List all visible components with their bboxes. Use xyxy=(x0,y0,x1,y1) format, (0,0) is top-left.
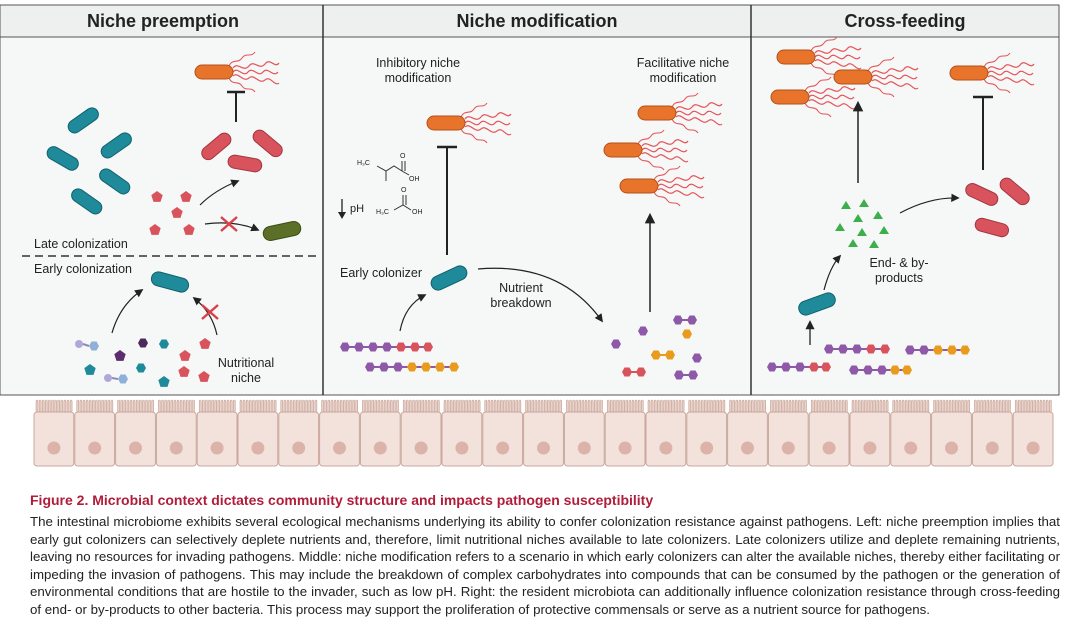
intestinal-epithelium xyxy=(33,399,1054,467)
chem-label: O xyxy=(400,153,406,160)
epithelium-cell-icon xyxy=(319,399,360,467)
acid-molecule-2 xyxy=(393,195,412,211)
epithelium-cell-icon xyxy=(155,399,197,467)
epithelium-cell-icon xyxy=(196,399,238,467)
chem-label: H₃C xyxy=(376,209,389,216)
epithelium-cell-icon xyxy=(523,399,564,467)
acid-molecule-1 xyxy=(376,161,410,181)
carbohydrate-chains-right xyxy=(767,344,970,375)
panel-title-cross-feeding: Cross-feeding xyxy=(844,11,965,31)
arrow-to-early-colonizer xyxy=(111,289,144,334)
arrow-nutrient-breakdown xyxy=(477,267,603,323)
left-panel: Late colonization Early colonization xyxy=(22,51,318,387)
caption-title: Figure 2. Microbial context dictates com… xyxy=(30,492,654,508)
down-arrow-icon xyxy=(338,199,346,219)
late-colonizer-bacteria xyxy=(201,129,283,173)
epithelium-cell-icon xyxy=(74,399,116,467)
epithelium-cell-icon xyxy=(931,399,972,467)
epithelium-cell-icon xyxy=(890,399,932,467)
inhibitory-label-line2: modification xyxy=(385,71,452,85)
arrow-to-commensals xyxy=(899,193,960,214)
nutritional-niche-label-line1: Nutritional xyxy=(218,356,274,370)
nutrient-breakdown-label-line2: breakdown xyxy=(490,296,551,310)
arrow-to-late-colonizers xyxy=(199,179,240,206)
diagram-frame xyxy=(0,4,1060,396)
epithelium-cell-icon xyxy=(1012,399,1054,467)
epithelium-cell-icon xyxy=(808,399,850,467)
nutrient-fragments xyxy=(611,315,702,380)
inhibition-arrow-icon xyxy=(437,145,457,255)
products-label-line2: products xyxy=(875,271,923,285)
arrow-blocked xyxy=(204,222,260,232)
caption-body: The intestinal microbiome exhibits sever… xyxy=(30,514,1060,617)
epithelium-cell-icon xyxy=(645,399,687,467)
epithelium-cell-icon xyxy=(563,399,605,467)
cross-feeding-bacterium xyxy=(798,292,836,316)
arrow-to-early-colonizer xyxy=(399,294,427,332)
chem-label: O xyxy=(401,187,407,194)
carbohydrate-chain-2 xyxy=(365,362,459,372)
epithelium-cell-icon xyxy=(767,399,809,467)
middle-panel: Inhibitory niche modification Facilitati… xyxy=(338,56,729,380)
figure-diagram: Niche preemption Niche modification Cros… xyxy=(0,4,1060,467)
right-panel: End- & by- products xyxy=(767,36,1035,375)
blocked-cross-icon xyxy=(201,304,219,320)
epithelium-cell-icon xyxy=(359,399,401,467)
ph-label: pH xyxy=(350,203,364,215)
epithelium-cell-icon xyxy=(727,399,768,467)
early-colonizer-label: Early colonizer xyxy=(340,266,422,280)
inhibition-arrow-icon xyxy=(227,90,245,122)
teal-bacteria-group xyxy=(46,107,132,215)
inhibitory-label-line1: Inhibitory niche xyxy=(376,56,460,70)
nutritional-niche-molecules xyxy=(75,338,211,387)
products-label-line1: End- & by- xyxy=(869,256,928,270)
early-colonizer-bacterium xyxy=(150,271,190,293)
olive-bacterium xyxy=(262,221,302,241)
panel-title-niche-modification: Niche modification xyxy=(456,11,617,31)
epithelium-cell-icon xyxy=(441,399,483,467)
chem-label: OH xyxy=(409,176,420,183)
figure-caption: Figure 2. Microbial context dictates com… xyxy=(30,491,1060,619)
epithelium-cell-icon xyxy=(33,399,75,467)
arrow-to-products xyxy=(823,254,842,291)
chem-label: OH xyxy=(412,209,423,216)
end-products-icon xyxy=(835,199,889,248)
inhibition-arrow-icon xyxy=(973,95,993,170)
epithelium-cell-icon xyxy=(278,399,320,467)
facilitative-label-line1: Facilitative niche xyxy=(637,56,729,70)
early-colonization-label: Early colonization xyxy=(34,262,132,276)
late-colonization-label: Late colonization xyxy=(34,237,128,251)
epithelium-cell-icon xyxy=(482,399,524,467)
carbohydrate-chain-1 xyxy=(340,342,433,352)
epithelium-cell-icon xyxy=(604,399,646,467)
chem-label: H₃C xyxy=(357,160,370,167)
epithelium-cell-icon xyxy=(115,399,156,467)
nutrient-breakdown-label-line1: Nutrient xyxy=(499,281,543,295)
blocked-cross-icon xyxy=(220,216,238,232)
nutritional-niche-label-line2: niche xyxy=(231,371,261,385)
epithelium-cell-icon xyxy=(400,399,442,467)
panel-title-niche-preemption: Niche preemption xyxy=(87,11,239,31)
epithelium-cell-icon xyxy=(686,399,728,467)
facilitative-label-line2: modification xyxy=(650,71,717,85)
epithelium-cell-icon xyxy=(237,399,279,467)
commensal-bacteria xyxy=(965,177,1030,238)
early-colonizer-bacterium xyxy=(430,265,468,291)
header-band xyxy=(0,4,1060,38)
epithelium-cell-icon xyxy=(849,399,891,467)
epithelium-cell-icon xyxy=(971,399,1013,467)
